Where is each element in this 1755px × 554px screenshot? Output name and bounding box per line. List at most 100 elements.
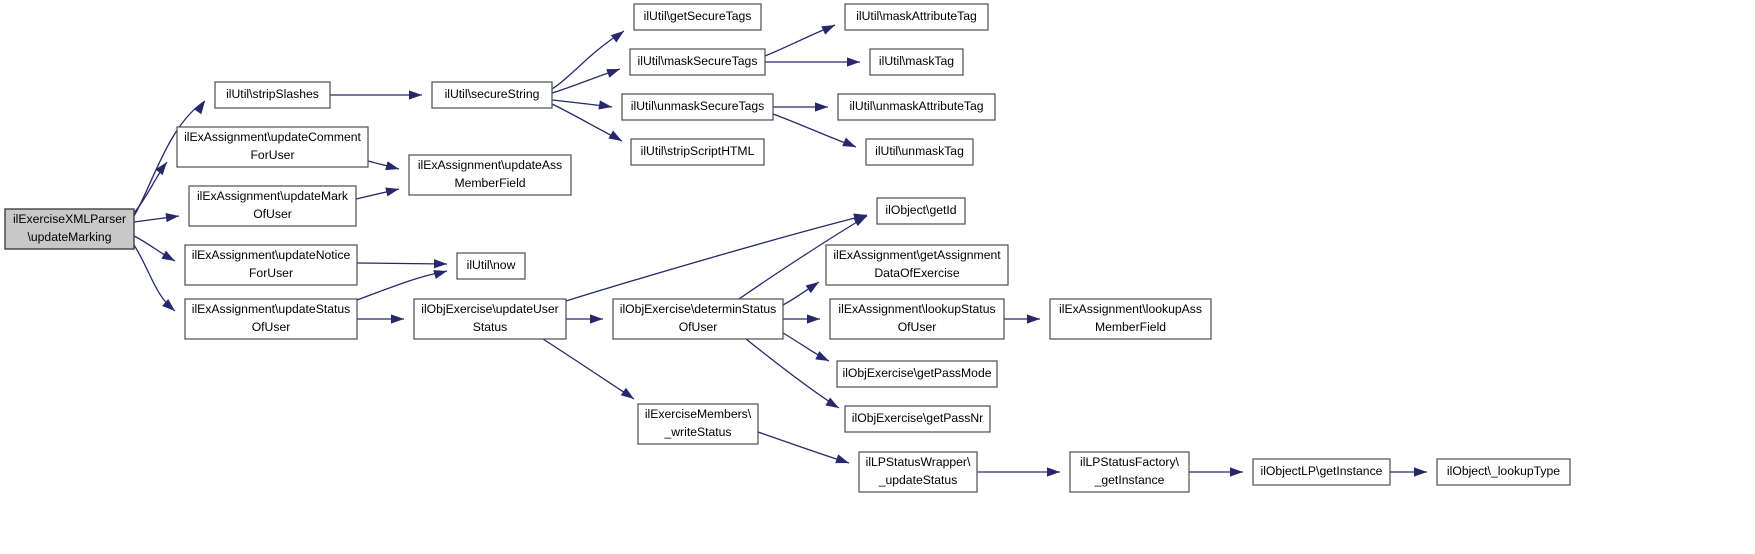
node-n6[interactable]: ilUtil\secureString bbox=[431, 81, 553, 109]
node-box[interactable] bbox=[176, 126, 369, 168]
nodes-layer: ilExerciseXMLParser\updateMarking ilUtil\… bbox=[4, 3, 1571, 493]
arrowhead-icon bbox=[1414, 467, 1427, 477]
node-box[interactable] bbox=[214, 81, 331, 109]
node-box[interactable] bbox=[413, 298, 567, 340]
node-n8[interactable]: ilUtil\now bbox=[456, 252, 526, 280]
arrowhead-icon bbox=[1230, 467, 1243, 477]
arrowhead-icon bbox=[610, 31, 624, 43]
node-n0[interactable]: ilExerciseXMLParser\updateMarking bbox=[4, 208, 135, 250]
arrowhead-icon bbox=[391, 314, 404, 324]
node-box[interactable] bbox=[184, 244, 358, 286]
node-box[interactable] bbox=[844, 405, 991, 433]
node-box[interactable] bbox=[184, 298, 358, 340]
node-n21[interactable]: ilExAssignment\getAssignmentDataOfExerci… bbox=[825, 244, 1009, 286]
call-edge-n9-n20 bbox=[565, 214, 868, 302]
arrowhead-icon bbox=[162, 298, 175, 311]
node-box[interactable] bbox=[633, 3, 762, 31]
node-box[interactable] bbox=[858, 451, 978, 493]
node-n29[interactable]: ilObject\_lookupType bbox=[1436, 458, 1571, 486]
node-box[interactable] bbox=[456, 252, 526, 280]
arrowhead-icon bbox=[842, 137, 856, 147]
node-box-root[interactable] bbox=[4, 208, 135, 250]
arrowhead-icon bbox=[161, 250, 175, 261]
arrowhead-icon bbox=[598, 100, 612, 110]
node-box[interactable] bbox=[1049, 298, 1212, 340]
arrowhead-icon bbox=[620, 387, 634, 399]
arrowhead-icon bbox=[1047, 467, 1060, 477]
node-n15[interactable]: ilExerciseMembers\_writeStatus bbox=[637, 403, 759, 445]
arrowhead-icon bbox=[847, 57, 860, 67]
node-n17[interactable]: ilUtil\maskTag bbox=[869, 48, 964, 76]
node-box[interactable] bbox=[836, 360, 998, 388]
call-edge-n15-n25 bbox=[757, 431, 850, 464]
node-n28[interactable]: ilObjectLP\getInstance bbox=[1252, 458, 1391, 486]
node-box[interactable] bbox=[1252, 458, 1391, 486]
arrowhead-icon bbox=[409, 90, 422, 100]
node-n1[interactable]: ilUtil\stripSlashes bbox=[214, 81, 331, 109]
node-n10[interactable]: ilUtil\getSecureTags bbox=[633, 3, 762, 31]
arrowhead-icon bbox=[807, 314, 820, 324]
node-n25[interactable]: ilLPStatusWrapper\_updateStatus bbox=[858, 451, 978, 493]
node-box[interactable] bbox=[188, 185, 357, 227]
node-box[interactable] bbox=[621, 93, 774, 121]
arrowhead-icon bbox=[815, 351, 829, 361]
call-edge-n9-n15 bbox=[542, 338, 635, 400]
arrowhead-icon bbox=[835, 454, 849, 464]
arrowhead-icon bbox=[385, 187, 399, 197]
node-box[interactable] bbox=[1436, 458, 1571, 486]
arrowhead-icon bbox=[815, 102, 828, 112]
call-edge-n5-n8 bbox=[356, 270, 448, 301]
arrowhead-icon bbox=[608, 130, 622, 141]
node-box[interactable] bbox=[637, 403, 759, 445]
arrowhead-icon bbox=[606, 69, 620, 78]
node-n12[interactable]: ilUtil\unmaskSecureTags bbox=[621, 93, 774, 121]
node-n27[interactable]: ilLPStatusFactory\_getInstance bbox=[1069, 451, 1190, 493]
node-box[interactable] bbox=[837, 93, 996, 121]
node-box[interactable] bbox=[829, 298, 1005, 340]
arrowhead-icon bbox=[433, 270, 447, 280]
node-box[interactable] bbox=[431, 81, 553, 109]
node-box[interactable] bbox=[612, 298, 784, 340]
node-n16[interactable]: ilUtil\maskAttributeTag bbox=[844, 3, 989, 31]
arrowhead-icon bbox=[385, 161, 399, 171]
arrowhead-icon bbox=[165, 213, 179, 223]
arrowhead-icon bbox=[433, 259, 447, 269]
node-n19[interactable]: ilUtil\unmaskTag bbox=[865, 138, 974, 166]
node-box[interactable] bbox=[865, 138, 974, 166]
arrowhead-icon bbox=[853, 216, 867, 227]
arrowhead-icon bbox=[825, 397, 839, 408]
arrowhead-icon bbox=[193, 101, 205, 115]
node-box[interactable] bbox=[825, 244, 1009, 286]
call-edge-n14-n24 bbox=[745, 338, 840, 409]
call-edge-n14-n20 bbox=[738, 215, 868, 300]
node-n11[interactable]: ilUtil\maskSecureTags bbox=[629, 48, 766, 76]
node-n18[interactable]: ilUtil\unmaskAttributeTag bbox=[837, 93, 996, 121]
node-box[interactable] bbox=[408, 154, 572, 196]
node-n13[interactable]: ilUtil\stripScriptHTML bbox=[630, 138, 765, 166]
node-n23[interactable]: ilObjExercise\getPassMode bbox=[836, 360, 998, 388]
node-n20[interactable]: ilObject\getId bbox=[876, 197, 966, 225]
arrowhead-icon bbox=[590, 314, 603, 324]
node-box[interactable] bbox=[630, 138, 765, 166]
node-n24[interactable]: ilObjExercise\getPassNr bbox=[844, 405, 991, 433]
arrowhead-icon bbox=[805, 282, 819, 294]
node-box[interactable] bbox=[876, 197, 966, 225]
node-box[interactable] bbox=[869, 48, 964, 76]
arrowheads-layer bbox=[155, 25, 1427, 477]
node-box[interactable] bbox=[844, 3, 989, 31]
arrowhead-icon bbox=[155, 162, 167, 176]
node-box[interactable] bbox=[629, 48, 766, 76]
arrowhead-icon bbox=[1027, 314, 1040, 324]
node-box[interactable] bbox=[1069, 451, 1190, 493]
arrowhead-icon bbox=[821, 25, 835, 35]
